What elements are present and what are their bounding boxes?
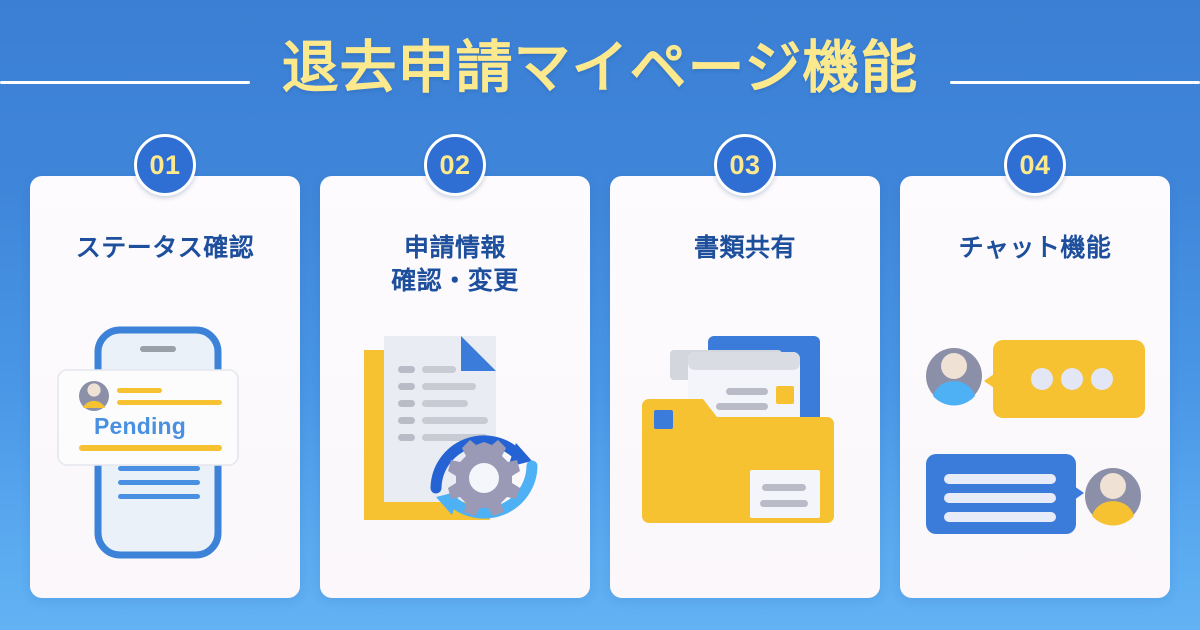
feature-card-list: 01 ステータス確認 bbox=[30, 134, 1170, 598]
feature-card-01[interactable]: 01 ステータス確認 bbox=[30, 134, 300, 598]
card-number-badge-01: 01 bbox=[134, 134, 196, 196]
divider-line-right bbox=[950, 81, 1200, 84]
illustration-chat bbox=[900, 318, 1170, 578]
feature-card-02[interactable]: 02 申請情報 確認・変更 bbox=[320, 134, 590, 598]
illustration-document-refresh bbox=[320, 318, 590, 578]
card-title-03: 書類共有 bbox=[693, 234, 796, 262]
card-title-01: ステータス確認 bbox=[75, 234, 255, 262]
header: 退去申請マイページ機能 bbox=[0, 0, 1200, 150]
card-title-04: チャット機能 bbox=[958, 234, 1112, 262]
divider-line-left bbox=[0, 81, 250, 84]
chat-bubble-yellow bbox=[983, 340, 1145, 418]
illustration-phone-status: Pending bbox=[30, 318, 300, 578]
card-number-badge-02: 02 bbox=[424, 134, 486, 196]
chat-bubble-blue bbox=[925, 454, 1084, 534]
card-number-badge-03: 03 bbox=[714, 134, 776, 196]
page-title: 退去申請マイページ機能 bbox=[281, 36, 919, 100]
avatar-bottom bbox=[1084, 468, 1141, 526]
avatar-top bbox=[925, 348, 982, 406]
card-number-badge-04: 04 bbox=[1004, 134, 1066, 196]
feature-card-03[interactable]: 03 書類共有 bbox=[610, 134, 880, 598]
card-title-02: 申請情報 確認・変更 bbox=[391, 234, 519, 295]
feature-card-04[interactable]: 04 チャット機能 bbox=[900, 134, 1170, 598]
illustration-folder-documents bbox=[610, 318, 880, 578]
status-label-pending: Pending bbox=[93, 413, 187, 439]
